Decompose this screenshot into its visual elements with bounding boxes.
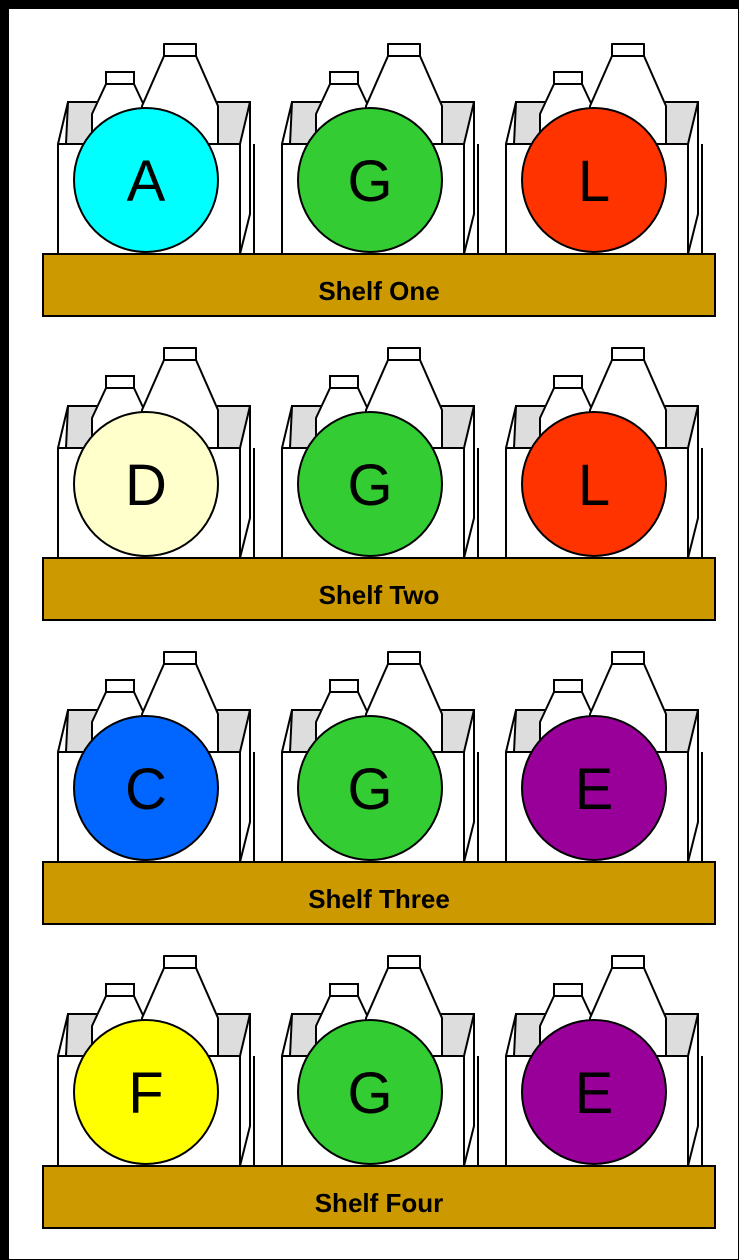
grocery-bag-d: D	[57, 347, 255, 559]
circle-letter: G	[347, 757, 392, 822]
grocery-bag-f: F	[57, 955, 255, 1167]
bag-side	[239, 709, 251, 863]
circle-letter: E	[575, 757, 614, 822]
bag-side	[239, 1013, 251, 1167]
shelf-label: Shelf Two	[319, 580, 440, 610]
grocery-bag-g: G	[281, 43, 479, 255]
label-circle	[73, 107, 219, 253]
circle-letter: E	[575, 1061, 614, 1126]
shelf-row-3: C G E Shelf Three	[42, 651, 716, 925]
label-circle	[297, 107, 443, 253]
label-circle	[521, 411, 667, 557]
circle-letter: A	[127, 149, 166, 214]
small-bottle-cap	[329, 983, 359, 997]
shelf-label: Shelf Four	[315, 1188, 444, 1218]
circle-letter: G	[347, 1061, 392, 1126]
grocery-bag-l: L	[505, 43, 703, 255]
bag-side	[687, 1013, 699, 1167]
shelf-board	[42, 557, 716, 621]
label-circle	[521, 107, 667, 253]
label-circle	[297, 715, 443, 861]
shelf-label: Shelf One	[318, 276, 439, 306]
label-circle	[297, 411, 443, 557]
bag-side	[463, 709, 475, 863]
small-bottle-cap	[553, 679, 583, 693]
bag-side	[239, 405, 251, 559]
grocery-bag-a: A	[57, 43, 255, 255]
label-circle	[73, 715, 219, 861]
bag-side	[463, 405, 475, 559]
bag-side	[463, 1013, 475, 1167]
bag-side	[687, 101, 699, 255]
label-circle	[73, 411, 219, 557]
shelf-row-4: F G E Shelf Four	[42, 955, 716, 1229]
small-bottle-cap	[105, 679, 135, 693]
small-bottle-cap	[553, 983, 583, 997]
circle-letter: G	[347, 453, 392, 518]
label-circle	[521, 1019, 667, 1165]
small-bottle-cap	[105, 71, 135, 85]
circle-letter: D	[125, 453, 167, 518]
small-bottle-cap	[329, 375, 359, 389]
label-circle	[297, 1019, 443, 1165]
small-bottle-cap	[329, 71, 359, 85]
circle-letter: F	[128, 1061, 163, 1126]
small-bottle-cap	[105, 983, 135, 997]
grocery-bag-l: L	[505, 347, 703, 559]
small-bottle-cap	[553, 375, 583, 389]
bag-side	[463, 101, 475, 255]
circle-letter: L	[578, 149, 610, 214]
bag-side	[687, 709, 699, 863]
label-circle	[521, 715, 667, 861]
shelf-label: Shelf Three	[308, 884, 450, 914]
shelf-row-2: D G L Shelf Two	[42, 347, 716, 621]
bag-side	[239, 101, 251, 255]
grocery-bag-g: G	[281, 347, 479, 559]
shelf-board	[42, 253, 716, 317]
circle-letter: G	[347, 149, 392, 214]
grocery-bag-c: C	[57, 651, 255, 863]
grocery-bag-e: E	[505, 651, 703, 863]
small-bottle-cap	[329, 679, 359, 693]
circle-letter: L	[578, 453, 610, 518]
circle-letter: C	[125, 757, 167, 822]
shelf-board	[42, 861, 716, 925]
bag-side	[687, 405, 699, 559]
grocery-bag-g: G	[281, 955, 479, 1167]
label-circle	[73, 1019, 219, 1165]
grocery-bag-e: E	[505, 955, 703, 1167]
shelf-row-1: A G L Shelf One	[42, 43, 716, 317]
small-bottle-cap	[553, 71, 583, 85]
shelf-board	[42, 1165, 716, 1229]
small-bottle-cap	[105, 375, 135, 389]
grocery-bag-g: G	[281, 651, 479, 863]
